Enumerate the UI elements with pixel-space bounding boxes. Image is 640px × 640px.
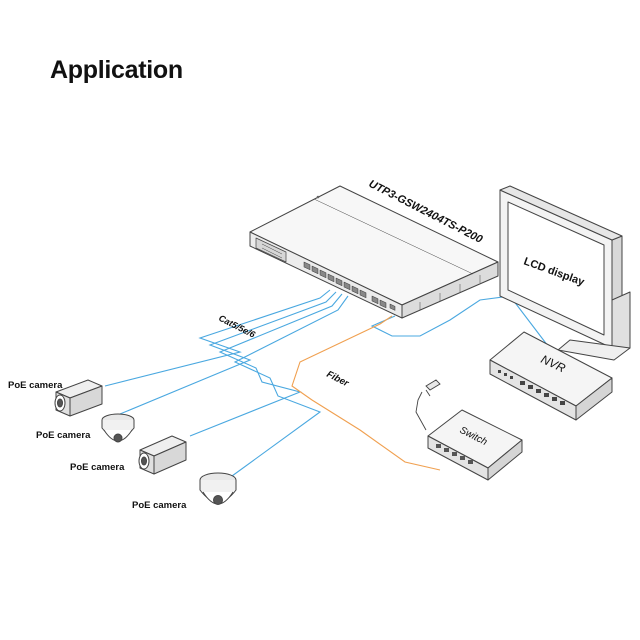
camera-2-label: PoE camera [36, 430, 91, 441]
poe-camera-4 [199, 472, 237, 505]
poe-camera-1 [54, 379, 103, 417]
fiber-cable [291, 315, 441, 471]
page-title: Application [50, 56, 183, 84]
fiber-cable-label: Fiber [325, 369, 352, 390]
nvr [489, 331, 613, 421]
switch-ports [303, 261, 396, 311]
poe-camera-3 [138, 435, 187, 475]
copper-cable-label: Cat5/5e/6 [217, 313, 258, 340]
secondary-switch [427, 409, 523, 481]
poe-camera-2 [101, 413, 135, 443]
sfp-module [415, 379, 441, 431]
camera-1-label: PoE camera [8, 380, 63, 391]
camera-3-label: PoE camera [70, 462, 125, 473]
camera-4-label: PoE camera [132, 500, 187, 511]
lcd-display [499, 185, 631, 361]
poe-switch [249, 185, 499, 319]
